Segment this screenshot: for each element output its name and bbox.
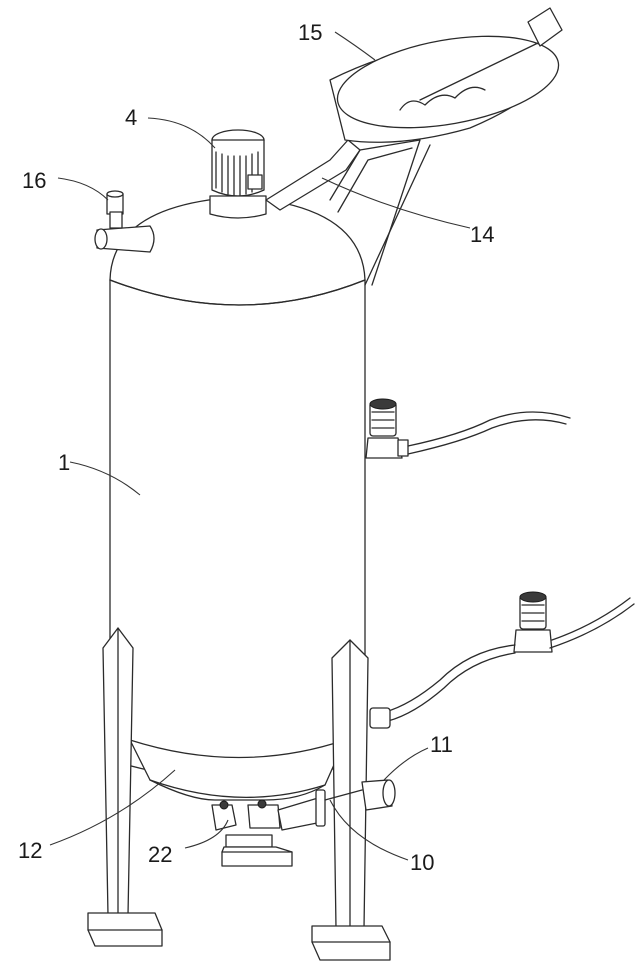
label-hopper: 15	[298, 20, 322, 45]
leg-left	[87, 627, 163, 947]
label-pump-outlet: 10	[410, 850, 434, 875]
pump-outlet-flange	[277, 789, 326, 831]
leg-right	[311, 639, 391, 961]
label-motor: 4	[125, 105, 137, 130]
label-feed-tube: 14	[470, 222, 494, 247]
side-pump-lower	[513, 591, 553, 653]
label-outlet-pipe: 11	[430, 732, 453, 757]
label-vent-pipe: 16	[22, 168, 46, 193]
label-valve-assembly: 22	[148, 842, 172, 867]
tank-body	[109, 196, 366, 781]
vent-pipe	[94, 190, 155, 253]
hose-to-tank	[384, 644, 516, 713]
hose-lower	[551, 597, 631, 641]
hose-upper	[407, 411, 571, 447]
top-motor	[209, 129, 267, 219]
label-conical-bottom: 12	[18, 838, 42, 863]
valve-assembly	[211, 799, 293, 867]
feed-tube	[265, 139, 431, 286]
leader-lines	[49, 31, 471, 861]
outlet-pipe	[324, 779, 396, 811]
side-pump-upper	[365, 398, 409, 459]
label-tank: 1	[58, 450, 70, 475]
hopper	[329, 7, 563, 143]
